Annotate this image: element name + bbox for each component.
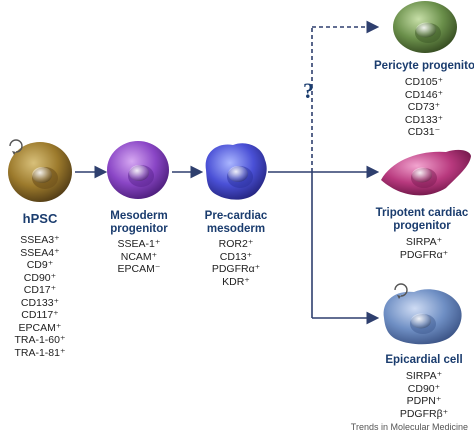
mesoderm-markers: SSEA-1⁺NCAM⁺EPCAM⁻ [104,238,174,276]
question-mark: ? [303,78,314,103]
marker-item: EPCAM⁻ [117,263,161,275]
marker-item: SSEA4⁺ [20,246,60,259]
marker-item: SSEA3⁺ [20,234,60,246]
marker-item: CD117⁺ [21,309,59,321]
marker-item: SIRPA⁺ [405,370,443,382]
hpsc-title: hPSC [22,211,58,226]
marker-item: NCAM⁺ [120,250,158,263]
marker-item: ROR2⁺ [218,238,254,250]
tripotent-cardiac-progenitor-cell [381,149,471,196]
title-line: Mesoderm [110,210,168,222]
hpsc-markers: SSEA3⁺SSEA4⁺CD9⁺CD90⁺CD17⁺CD133⁺CD117⁺EP… [4,234,76,359]
marker-item: EPCAM⁺ [18,321,62,334]
precardiac-mesoderm-cell [205,143,267,200]
marker-item: CD90⁺ [23,271,57,284]
epicardial-markers: SIRPA⁺CD90⁺PDPN⁺PDGFRβ⁺ [384,370,464,420]
pericyte-progenitor-cell [393,1,457,53]
marker-item: CD133⁺ [20,296,60,309]
marker-item: TRA-1-81⁺ [14,346,66,359]
tripotent-markers: SIRPA⁺PDGFRα⁺ [384,236,464,261]
pericyte-title: Pericyte progenitor [374,60,474,72]
marker-item: SSEA-1⁺ [117,238,161,250]
marker-item: KDR⁺ [222,275,250,288]
journal-credit: Trends in Molecular Medicine [350,422,468,432]
title-line: progenitor [110,223,168,235]
title-line: progenitor [393,220,451,232]
marker-item: PDPN⁺ [406,395,442,407]
marker-item: CD133⁺ [404,113,444,126]
marker-item: PDGFRα⁺ [399,248,449,261]
marker-item: TRA-1-60⁺ [14,334,66,346]
marker-item: PDGFRα⁺ [211,263,261,275]
title-line: mesoderm [206,223,266,235]
self-renewal-icon [394,283,408,297]
marker-item: CD13⁺ [219,250,253,263]
title-line: Pre-cardiac [204,210,268,222]
title-line: Tripotent cardiac [375,207,469,219]
marker-item: CD73⁺ [407,101,441,113]
marker-item: SIRPA⁺ [405,236,443,248]
self-renewal-icon [9,139,23,153]
marker-item: CD17⁺ [23,284,57,296]
precardiac-markers: ROR2⁺CD13⁺PDGFRα⁺KDR⁺ [200,238,272,288]
marker-item: CD9⁺ [26,259,54,271]
mesoderm-progenitor-cell [107,141,169,199]
marker-item: PDGFRβ⁺ [399,407,449,420]
epicardial-cell [383,289,462,345]
hpsc-cell [8,142,72,202]
marker-item: CD105⁺ [404,76,444,88]
marker-item: CD31⁻ [407,126,441,138]
marker-item: CD90⁺ [407,382,441,395]
marker-item: CD146⁺ [404,88,444,101]
pericyte-markers: CD105⁺CD146⁺CD73⁺CD133⁺CD31⁻ [384,76,464,139]
epicardial-title: Epicardial cell [385,354,463,366]
